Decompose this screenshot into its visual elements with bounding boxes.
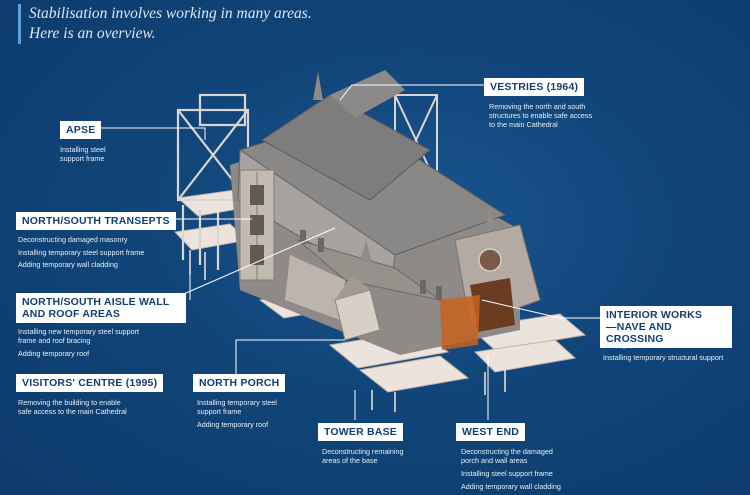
apse-item: Installing steel	[60, 145, 106, 154]
westend-item: Installing steel support frame	[461, 468, 553, 478]
vestries-item: structures to enable safe access	[489, 111, 593, 121]
aisle-item: frame and roof bracing	[18, 336, 91, 346]
tower-item: areas of the base	[322, 456, 378, 466]
apse-label: APSE	[60, 121, 102, 139]
foundation-piles	[189, 250, 506, 412]
interior-item: Installing temporary structural support	[603, 352, 724, 362]
intro-line-2: Here is an overview.	[29, 25, 156, 42]
vestries-label: VESTRIES (1964)	[484, 78, 585, 96]
transepts-item: Adding temporary wall cladding	[18, 260, 118, 270]
aisle-label-line-1: NORTH/SOUTH AISLE WALL	[22, 296, 170, 308]
westend-item: porch and wall areas	[461, 456, 528, 466]
interior-item: Making safe	[603, 340, 642, 349]
vestries-item: Removing the north and south	[489, 102, 586, 111]
transepts-description: Deconstructing damaged masonry Installin…	[18, 235, 144, 273]
interior-label-line-1: INTERIOR WORKS	[606, 309, 703, 321]
aisle-label-line-2: AND ROOF AREAS	[22, 308, 121, 320]
porch-description: Installing temporary steel support frame…	[197, 398, 277, 433]
apse-item: support frame	[60, 154, 105, 164]
aisle-item: Installing new temporary steel support	[18, 327, 140, 336]
westend-item: Deconstructing the damaged	[461, 447, 553, 456]
visitors-description: Removing the building to enable safe acc…	[18, 398, 127, 420]
porch-item: Adding temporary roof	[197, 419, 269, 429]
cathedral-body	[230, 70, 541, 355]
apse-description: Installing steel support frame	[60, 145, 106, 167]
aisle-item: Adding temporary roof	[18, 348, 90, 358]
westend-description: Deconstructing the damaged porch and wal…	[461, 447, 561, 494]
porch-label: NORTH PORCH	[193, 374, 286, 392]
porch-item: support frame	[197, 407, 242, 417]
tower-description: Deconstructing remaining areas of the ba…	[322, 447, 404, 469]
aisle-label: NORTH/SOUTH AISLE WALL AND ROOF AREAS	[16, 293, 186, 323]
visitors-label: VISITORS' CENTRE (1995)	[16, 374, 164, 392]
transepts-item: Deconstructing damaged masonry	[18, 235, 128, 244]
interior-description: Making safe Installing temporary structu…	[603, 340, 723, 365]
interior-label-line-2: —NAVE AND CROSSING	[606, 321, 672, 345]
aisle-description: Installing new temporary steel support f…	[18, 327, 139, 362]
westend-item: Adding temporary wall cladding	[461, 481, 561, 491]
tower-label: TOWER BASE	[318, 423, 403, 441]
transepts-item: Installing temporary steel support frame	[18, 247, 145, 257]
interior-label: INTERIOR WORKS —NAVE AND CROSSING	[600, 306, 732, 348]
transepts-label: NORTH/SOUTH TRANSEPTS	[16, 212, 176, 230]
leader-lines	[100, 84, 606, 420]
visitors-item: Removing the building to enable	[18, 398, 121, 407]
vestries-item: to the main Cathedral	[489, 120, 558, 130]
intro-heading: Stabilisation involves working in many a…	[18, 4, 312, 44]
visitors-item: safe access to the main Cathedral	[18, 407, 127, 417]
tower-item: Deconstructing remaining	[322, 447, 404, 456]
porch-item: Installing temporary steel	[197, 398, 277, 407]
vestries-description: Removing the north and south structures …	[489, 102, 592, 133]
westend-label: WEST END	[456, 423, 526, 441]
intro-line-1: Stabilisation involves working in many a…	[29, 5, 312, 22]
